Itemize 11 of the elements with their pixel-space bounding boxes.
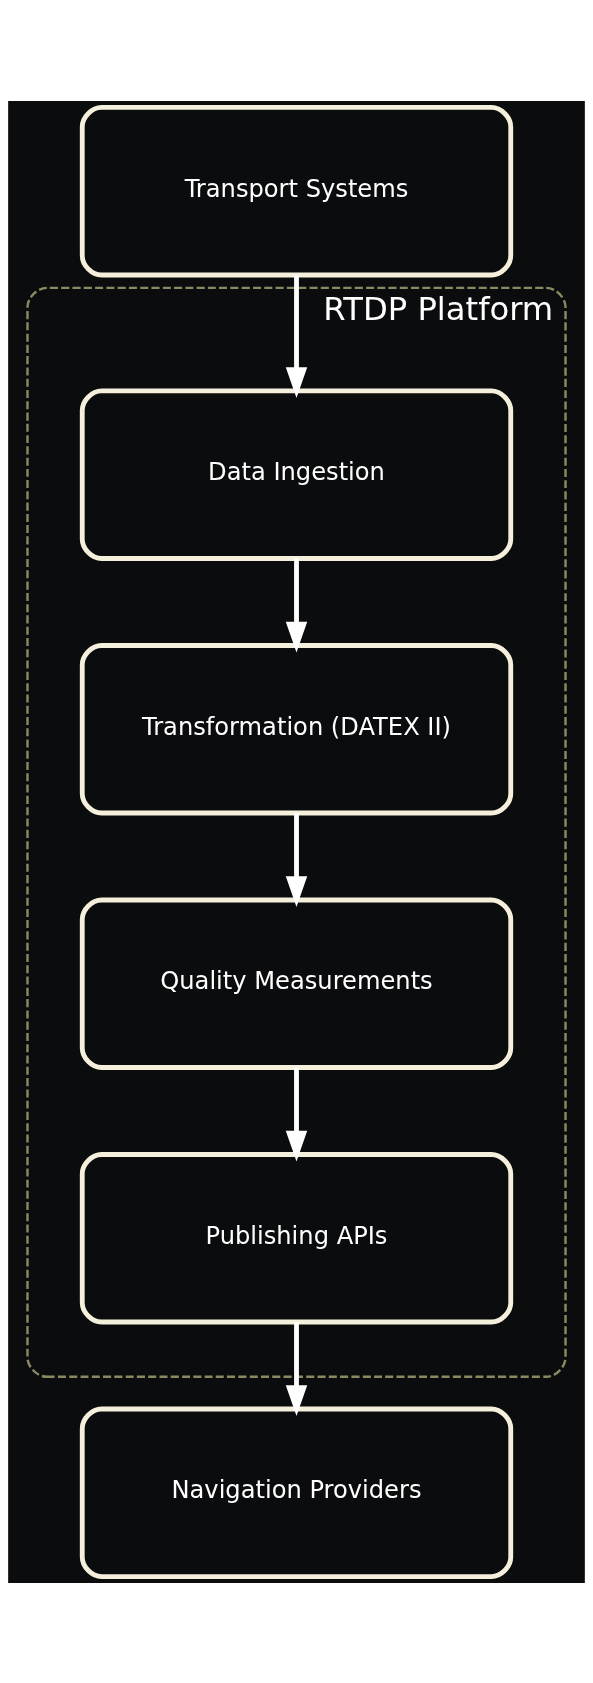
arrow: [285, 274, 308, 398]
node-box: Data Ingestion: [79, 388, 514, 561]
arrow: [285, 1067, 308, 1161]
arrow: [285, 558, 308, 652]
node-box: Navigation Providers: [79, 1406, 514, 1579]
node-box: Quality Measurements: [79, 897, 514, 1070]
node-box: Transport Systems: [79, 104, 514, 277]
node-box: Publishing APIs: [79, 1151, 514, 1324]
arrow: [285, 1321, 308, 1416]
node-box: Transformation (DATEX II): [79, 642, 514, 815]
arrow: [285, 812, 308, 907]
